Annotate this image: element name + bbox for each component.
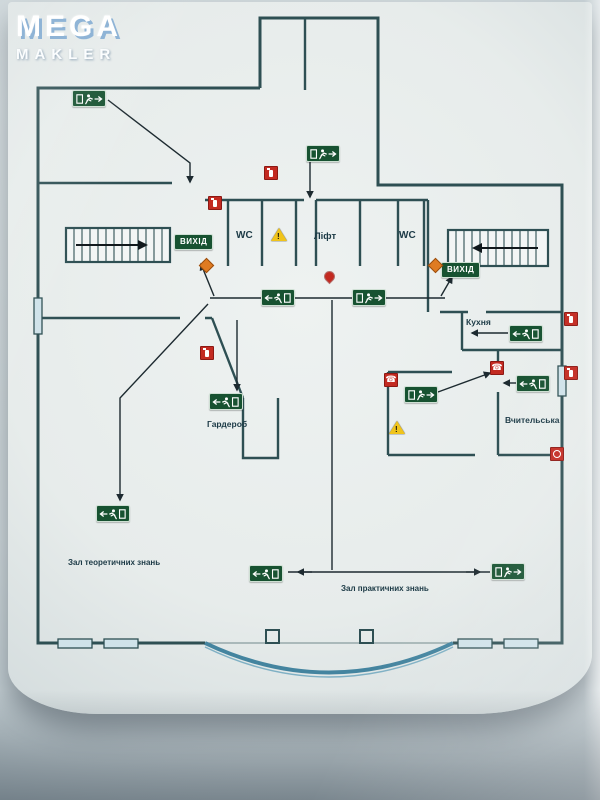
plan-paper (8, 2, 592, 714)
running-man-exit-icon (511, 327, 541, 341)
running-man-exit-icon (263, 291, 293, 305)
watermark-line2: MAKLER (16, 46, 117, 63)
staircase-right (446, 228, 550, 268)
warning-glyph: ! (395, 425, 398, 434)
room-label-teachers: Вчительська (505, 415, 560, 425)
curved-entrance-wall (204, 641, 454, 678)
exit-sign (209, 393, 243, 410)
room-label-wc-right: WC (399, 230, 416, 241)
alarm-glyph (553, 450, 561, 458)
fire-extinguisher-icon (264, 166, 278, 180)
running-man-exit-icon (493, 565, 523, 579)
watermark-line1: MEGA (16, 10, 122, 43)
running-man-exit-icon (406, 388, 436, 402)
exit-label-badge: ВИХІД (174, 234, 214, 250)
phone-glyph: ☎ (385, 375, 397, 385)
exit-sign (404, 386, 438, 403)
emergency-phone-icon: ☎ (384, 373, 398, 387)
exit-label-badge: ВИХІД (441, 262, 481, 278)
running-man-exit-icon (98, 507, 128, 521)
watermark: MEGA MAKLER (16, 10, 122, 63)
exit-label-text: ВИХІД (180, 237, 208, 246)
extinguisher-glyph (211, 197, 217, 207)
triangle-shape (389, 421, 405, 434)
warning-glyph: ! (277, 232, 280, 241)
running-man-exit-icon (354, 291, 384, 305)
exit-sign (261, 289, 295, 306)
extinguisher-glyph (567, 367, 573, 377)
fire-extinguisher-icon (208, 196, 222, 210)
exit-sign (306, 145, 340, 162)
running-man-exit-icon (251, 567, 281, 581)
staircase-left (64, 226, 172, 264)
exit-sign (491, 563, 525, 580)
outer-walls (36, 16, 564, 645)
fire-extinguisher-icon (200, 346, 214, 360)
running-man-exit-icon (211, 395, 241, 409)
fire-extinguisher-icon (564, 312, 578, 326)
phone-glyph: ☎ (491, 363, 503, 373)
warning-triangle-icon: ! (389, 421, 405, 435)
warning-triangle-icon: ! (271, 228, 287, 242)
exit-sign (249, 565, 283, 582)
exit-sign (509, 325, 543, 342)
extinguisher-glyph (267, 167, 273, 177)
interior-walls (38, 18, 562, 644)
emergency-phone-icon: ☎ (490, 361, 504, 375)
exit-sign (352, 289, 386, 306)
room-label-theory-hall: Зал теоретичних знань (68, 558, 161, 567)
fire-alarm-button-icon (550, 447, 564, 461)
evacuation-routes (107, 99, 516, 576)
room-label-lift: Ліфт (314, 231, 337, 242)
running-man-exit-icon (308, 147, 338, 161)
room-label-cloakroom: Гардероб (207, 419, 248, 429)
windows (33, 297, 567, 649)
exit-sign (72, 90, 106, 107)
running-man-exit-icon (518, 377, 548, 391)
running-man-exit-icon (74, 92, 104, 106)
room-label-kitchen: Кухня (466, 317, 491, 327)
exit-label-text: ВИХІД (447, 265, 475, 274)
exit-sign (96, 505, 130, 522)
extinguisher-glyph (567, 313, 573, 323)
room-label-practice-hall: Зал практичних знань (341, 584, 429, 593)
exit-sign (516, 375, 550, 392)
extinguisher-glyph (203, 347, 209, 357)
fire-extinguisher-icon (564, 366, 578, 380)
room-label-wc-left: WC (236, 230, 253, 241)
triangle-shape (271, 228, 287, 241)
